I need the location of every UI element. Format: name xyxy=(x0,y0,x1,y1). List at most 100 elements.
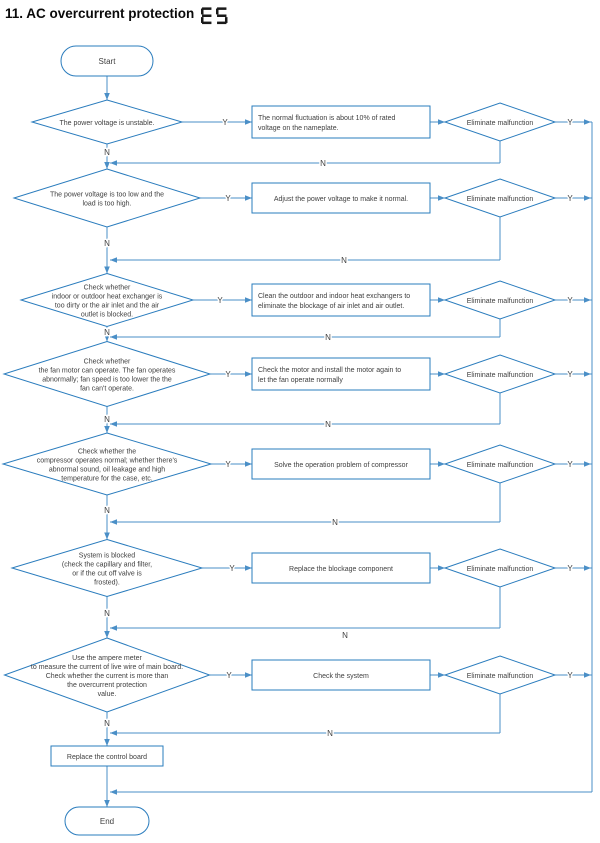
seven-seg-digit xyxy=(216,7,228,25)
flow-label: let the fan operate normally xyxy=(258,377,343,384)
flow-label: Replace the blockage component xyxy=(289,566,393,573)
flow-label: (check the capillary and filter, xyxy=(62,562,152,569)
arrowhead-icon xyxy=(245,565,252,571)
flow-label: Adjust the power voltage to make it norm… xyxy=(274,196,408,203)
flow-label: abnormally; fan speed is too lower the t… xyxy=(42,377,172,384)
arrowhead-icon xyxy=(104,334,110,342)
flow-label: Y xyxy=(225,460,231,469)
flow-label: Replace the control board xyxy=(67,754,147,761)
action-5 xyxy=(251,448,431,480)
decision-5 xyxy=(1,432,213,496)
flow-label: value. xyxy=(98,691,117,698)
flow-label: Check the motor and install the motor ag… xyxy=(258,367,401,374)
arrowhead-icon xyxy=(110,789,117,795)
flow-label: Eliminate malfunction xyxy=(467,566,534,573)
flow-label: Check whether the xyxy=(78,449,136,456)
flow-label: Y xyxy=(225,194,231,203)
arrowhead-icon xyxy=(104,162,110,169)
flow-label: temperature for the case, etc. xyxy=(61,476,152,483)
flow-label: N xyxy=(104,148,110,157)
action-2 xyxy=(251,182,431,214)
end-terminal xyxy=(64,806,150,836)
flow-label: indoor or outdoor heat exchanger is xyxy=(52,294,163,301)
arrowhead-icon xyxy=(438,195,445,201)
flow-label: System is blocked xyxy=(79,553,136,560)
arrowhead-icon xyxy=(104,266,110,274)
action-6 xyxy=(251,552,431,584)
flow-label: N xyxy=(327,729,333,738)
flow-label: or if the cut off valve is xyxy=(72,571,142,578)
arrowhead-icon xyxy=(245,297,252,303)
arrowhead-icon xyxy=(110,519,117,525)
flow-label: Y xyxy=(567,118,573,127)
flow-label: Eliminate malfunction xyxy=(467,462,534,469)
arrowhead-icon xyxy=(104,800,110,807)
flow-label: N xyxy=(341,256,347,265)
eliminate-malfunction-4 xyxy=(443,354,557,394)
arrowhead-icon xyxy=(438,119,445,125)
flow-label: eliminate the blockage of air inlet and … xyxy=(258,303,404,310)
arrowhead-icon xyxy=(584,672,591,678)
flow-label: abnormal sound, oil leakage and high xyxy=(49,467,165,474)
flow-label: N xyxy=(325,420,331,429)
arrowhead-icon xyxy=(438,672,445,678)
flow-label: The normal fluctuation is about 10% of r… xyxy=(258,115,395,122)
flow-label: Check whether xyxy=(84,359,131,366)
action-7 xyxy=(251,659,431,691)
eliminate-malfunction-7 xyxy=(443,655,557,695)
flow-label: Clean the outdoor and indoor heat exchan… xyxy=(258,293,410,300)
arrowhead-icon xyxy=(438,297,445,303)
flow-label: N xyxy=(325,333,331,342)
flow-label: Y xyxy=(226,671,232,680)
flow-label: Check whether xyxy=(84,285,131,292)
arrowhead-icon xyxy=(584,461,591,467)
arrowhead-icon xyxy=(110,730,117,736)
arrowhead-icon xyxy=(245,119,252,125)
arrowhead-icon xyxy=(584,195,591,201)
flow-label: Y xyxy=(222,118,228,127)
decision-6 xyxy=(10,538,204,598)
decision-7 xyxy=(3,637,211,713)
arrowhead-icon xyxy=(104,532,110,540)
flow-label: End xyxy=(100,817,114,826)
arrowhead-icon xyxy=(438,371,445,377)
section-title-row: 11. AC overcurrent protection xyxy=(5,6,228,25)
arrowhead-icon xyxy=(110,625,117,631)
flow-label: N xyxy=(104,239,110,248)
flow-label: Eliminate malfunction xyxy=(467,673,534,680)
flow-label: N xyxy=(104,415,110,424)
arrowhead-icon xyxy=(110,334,117,340)
flow-label: fan can't operate. xyxy=(80,386,134,393)
flow-label: Eliminate malfunction xyxy=(467,196,534,203)
arrowhead-icon xyxy=(104,631,110,638)
flow-label: N xyxy=(104,609,110,618)
eliminate-malfunction-1 xyxy=(443,102,557,142)
arrowhead-icon xyxy=(110,421,117,427)
arrowhead-icon xyxy=(584,119,591,125)
flow-label: Y xyxy=(567,296,573,305)
flow-label: Y xyxy=(217,296,223,305)
flow-label: load is too high. xyxy=(82,201,131,208)
arrowhead-icon xyxy=(245,195,252,201)
flow-label: Y xyxy=(567,671,573,680)
section-title: 11. AC overcurrent protection xyxy=(5,6,195,21)
action-1 xyxy=(251,105,431,139)
arrowhead-icon xyxy=(245,461,252,467)
flow-label: Eliminate malfunction xyxy=(467,120,534,127)
flow-label: N xyxy=(332,518,338,527)
flow-label: too dirty or the air inlet and the air xyxy=(55,303,160,310)
action-4 xyxy=(251,357,431,391)
arrowhead-icon xyxy=(438,461,445,467)
arrowhead-icon xyxy=(584,565,591,571)
flow-label: the overcurrent protection xyxy=(67,682,147,689)
eliminate-malfunction-6 xyxy=(443,548,557,588)
flow-label: Y xyxy=(567,370,573,379)
arrowhead-icon xyxy=(245,371,252,377)
flow-label: compressor operates normal; whether ther… xyxy=(37,458,178,465)
flow-label: N xyxy=(320,159,326,168)
arrowhead-icon xyxy=(245,672,252,678)
flow-label: Use the ampere meter xyxy=(72,655,142,662)
start-terminal xyxy=(60,45,154,77)
flow-label: N xyxy=(104,719,110,728)
